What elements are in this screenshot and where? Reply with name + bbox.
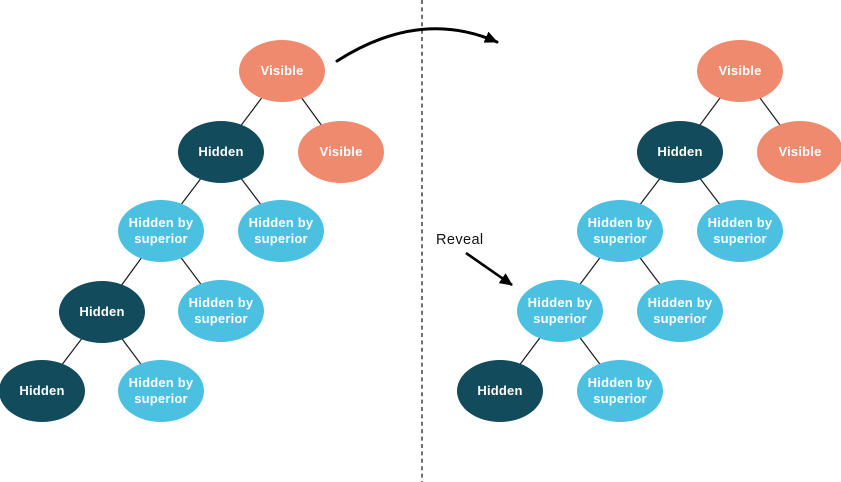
tree-node-hidden: Hidden bbox=[59, 281, 145, 343]
tree-node-visible: Visible bbox=[697, 40, 783, 102]
tree-node-hidden-by-superior: Hidden by superior bbox=[118, 360, 204, 422]
tree-node-hidden-by-superior: Hidden by superior bbox=[577, 200, 663, 262]
tree-node-visible: Visible bbox=[298, 121, 384, 183]
tree-node-hidden: Hidden bbox=[457, 360, 543, 422]
tree-node-visible: Visible bbox=[757, 121, 841, 183]
reveal-label: Reveal bbox=[436, 232, 484, 248]
tree-node-hidden-by-superior: Hidden by superior bbox=[517, 280, 603, 342]
transform-arrow bbox=[335, 27, 499, 63]
reveal-arrow bbox=[465, 251, 513, 287]
tree-node-visible: Visible bbox=[239, 40, 325, 102]
tree-node-hidden-by-superior: Hidden by superior bbox=[697, 200, 783, 262]
tree-node-hidden-by-superior: Hidden by superior bbox=[178, 280, 264, 342]
tree-node-hidden: Hidden bbox=[0, 360, 85, 422]
tree-node-hidden-by-superior: Hidden by superior bbox=[577, 360, 663, 422]
tree-node-hidden-by-superior: Hidden by superior bbox=[118, 200, 204, 262]
tree-node-hidden: Hidden bbox=[637, 121, 723, 183]
tree-node-hidden-by-superior: Hidden by superior bbox=[637, 280, 723, 342]
tree-node-hidden: Hidden bbox=[178, 121, 264, 183]
tree-node-hidden-by-superior: Hidden by superior bbox=[238, 200, 324, 262]
